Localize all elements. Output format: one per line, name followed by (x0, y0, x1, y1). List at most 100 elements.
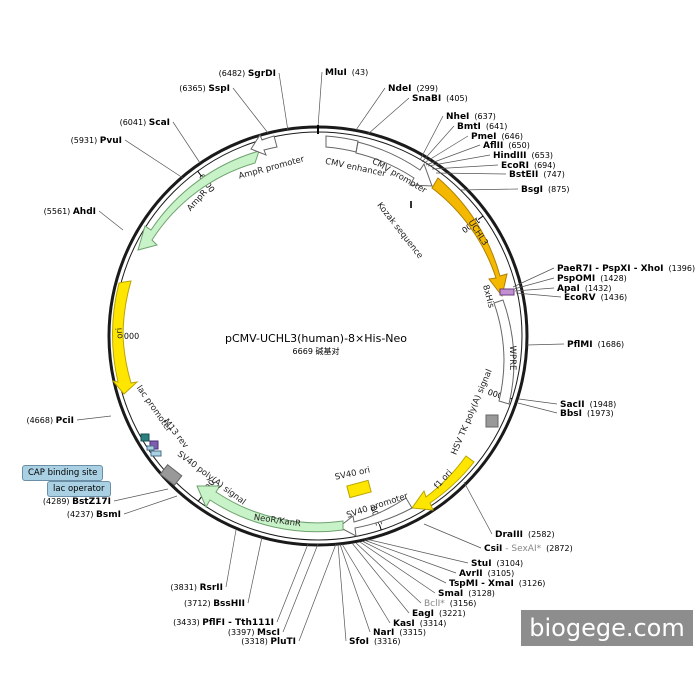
site-label-msci: (3397) MscI (228, 628, 280, 638)
tick-mark-6000 (197, 170, 202, 177)
site-line-hindiii (427, 154, 491, 167)
tick-mark-1000 (477, 215, 484, 220)
feature-label-lac-promoter: lac promoter (134, 384, 174, 435)
site-label-avrii: AvrII(3105) (459, 569, 514, 579)
site-line-scai (172, 121, 201, 164)
site-label-pflfi-tth111i: (3433) PflFI - Tth111I (173, 618, 274, 628)
feature-sv40-ori-box (346, 479, 372, 499)
site-label-sspi: (6365) SspI (179, 84, 230, 94)
site-line-pvui (124, 139, 184, 179)
site-line-bsshii (247, 536, 263, 604)
feature-lac-promoter-box (140, 433, 150, 442)
site-label-rsrii: (3831) RsrII (170, 583, 223, 593)
tick-mark-3000 (378, 524, 382, 531)
feature-ampr-arrow (137, 150, 260, 251)
feature-lac-operator-box (150, 450, 162, 457)
site-label-bsmi: (4237) BsmI (67, 510, 121, 520)
lac-operator-tag: lac operator (47, 481, 111, 497)
site-label-nhei: NheI(637) (446, 112, 496, 122)
site-label-sacii: SacII(1948) (560, 400, 616, 410)
site-line-pspomi (513, 277, 555, 290)
site-label-pmei: PmeI(646) (471, 132, 523, 142)
site-line-paer7i-pspxi-xhoi (512, 267, 555, 288)
site-line-sacii (518, 398, 558, 405)
site-label-pvui: (5931) PvuI (71, 136, 122, 146)
feature-f1-ori-arrow (411, 455, 475, 511)
site-line-nari (339, 543, 371, 633)
site-line-sspi (232, 87, 269, 134)
site-label-snabi: SnaBI(405) (412, 94, 468, 104)
site-label-draiii: DraIII(2582) (495, 530, 555, 540)
site-line-sgrdi (278, 72, 289, 132)
site-line-pflfi-tth111i (276, 543, 309, 623)
site-label-sgrdi: (6482) SgrDI (219, 69, 276, 79)
site-line-mlui (317, 71, 323, 128)
site-label-aflii: AflII(650) (483, 141, 530, 151)
site-line-ecori (431, 164, 499, 170)
plasmid-name: pCMV-UCHL3(human)-8×His-Neo (225, 332, 407, 345)
site-line-stui (365, 538, 469, 564)
site-line-bsmi (123, 495, 178, 515)
site-line-rsrii (225, 529, 237, 588)
site-line-bsteii (435, 172, 507, 175)
site-label-bsteii: BstEII(747) (509, 170, 565, 180)
feature-sv40-polya-box (159, 464, 183, 486)
site-label-sfoi: SfoI(3316) (349, 637, 401, 647)
restriction-sites: MluI(43)NdeI(299)SnaBI(405)NheI(637)BmtI… (26, 68, 695, 647)
feature-cmv-promoter-arrow (355, 141, 433, 187)
site-line-snabi (367, 97, 410, 135)
site-line-csii (423, 523, 482, 549)
feature-label-hsv-tk: HSV TK poly(A) signal (450, 368, 495, 457)
site-label-bstz17i: (4289) BstZ17I (43, 497, 111, 507)
site-label-bbsi: BbsI(1973) (560, 409, 614, 419)
site-label-tspmi-xmai: TspMI - XmaI(3126) (449, 579, 545, 589)
site-label-paer7i-pspxi-xhoi: PaeR7I - PspXI - XhoI(1396) (557, 264, 695, 274)
site-label-hindiii: HindIII(653) (493, 151, 553, 161)
site-line-nhei (419, 115, 444, 161)
feature-hsv-tk-polya-box (485, 414, 499, 428)
feature-cmv-enhancer (325, 135, 359, 153)
site-label-eagi: EagI(3221) (412, 609, 466, 619)
site-line-ahdi (98, 210, 124, 231)
site-label-pluti: (3318) PluTI (241, 637, 296, 647)
site-label-bcli: BclI*(3156) (424, 599, 476, 609)
site-label-nari: NarI(3315) (373, 628, 426, 638)
watermark: biogege.com (521, 610, 693, 646)
site-line-aflii (425, 144, 481, 166)
feature-cap-site-box (146, 445, 155, 451)
site-label-bsgi: BsgI(875) (521, 185, 570, 195)
site-line-bstz17i (113, 488, 169, 502)
site-label-ecorv: EcoRV(1436) (564, 293, 627, 303)
site-label-bsshii: (3712) BssHII (184, 599, 245, 609)
feature-ampr-promoter-arrow (250, 133, 278, 156)
site-label-pflmi: PflMI(1686) (567, 340, 624, 350)
tick-label-5000: 5000 (119, 332, 139, 341)
feature-neor-kanr-arrow (196, 485, 344, 533)
plasmid-size: 6669 碱基对 (293, 346, 340, 356)
site-line-bbsi (517, 402, 558, 414)
site-label-pcii: (4668) PciI (26, 416, 74, 426)
site-line-pcii (76, 415, 112, 421)
feature-sv40-promoter-arrow (338, 497, 413, 537)
feature-label-wpre: WPRE (507, 346, 517, 371)
site-leader-lines (76, 71, 565, 642)
site-line-bsgi (459, 188, 519, 191)
feature-label-ori: ori (115, 327, 126, 339)
site-line-draiii (463, 481, 493, 535)
site-line-pflmi (526, 343, 565, 346)
site-line-ndei (355, 87, 386, 131)
site-label-kasi: KasI(3314) (393, 619, 446, 629)
site-line-bmti (421, 125, 455, 163)
feature-ori-arrow (111, 280, 139, 395)
feature-label-8xhis: 8xHis (480, 284, 496, 310)
site-line-apai (514, 287, 555, 292)
feature-uchl3-arrow (431, 177, 508, 298)
site-line-sfoi (337, 543, 347, 642)
site-line-avrii (363, 539, 457, 574)
feature-label-uchl3: UCHL3 (466, 218, 490, 248)
site-label-mlui: MluI(43) (325, 68, 368, 78)
site-line-bcli (355, 542, 422, 604)
site-line-ecorv (515, 292, 562, 298)
site-label-apai: ApaI(1432) (557, 284, 611, 294)
